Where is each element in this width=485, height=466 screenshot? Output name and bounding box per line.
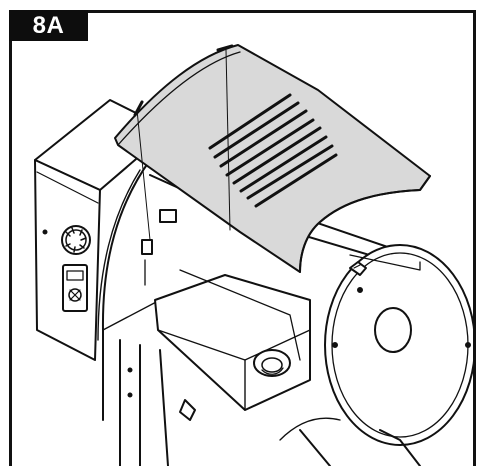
heat-shield-panel [114, 44, 431, 273]
rim-bracket [349, 261, 367, 276]
mounting-brackets [141, 209, 177, 286]
figure-frame [9, 10, 476, 466]
step-label-badge: 8A [9, 10, 88, 41]
alignment-guides [136, 49, 231, 241]
step-label: 8A [32, 11, 65, 39]
grill-legs [119, 339, 421, 466]
barrel-end-cap [279, 244, 476, 446]
